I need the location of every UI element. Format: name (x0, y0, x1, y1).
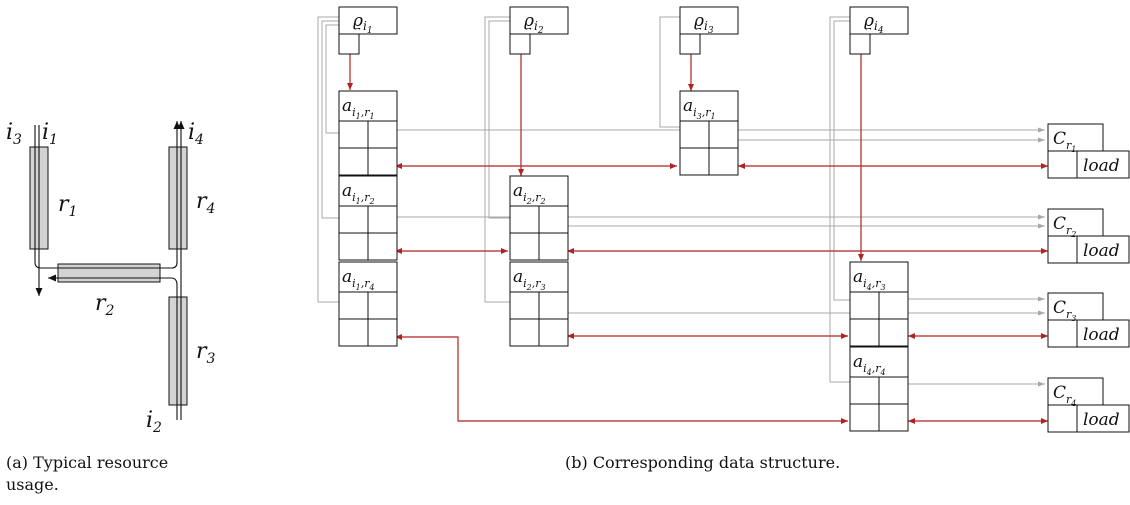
a-node-i4-r4: ai4,r4 (849, 346, 909, 432)
svg-text:load: load (1083, 410, 1120, 430)
a-node-i1-r4: ai1,r4 (338, 261, 398, 347)
a-node-i1-r2: ai1,r2 (338, 175, 398, 261)
resource-label-r2: r2 (95, 291, 115, 319)
svg-text:load: load (1083, 241, 1120, 261)
flow-label-i4: i4 (188, 120, 204, 148)
resource-bar-r3 (168, 296, 188, 406)
panel-a: i3 i1 i4 i2 r1 r4 r2 r3 (6, 120, 216, 436)
flow-label-i3: i3 (6, 120, 22, 148)
svg-text:Cr1: Cr1 (1053, 129, 1076, 154)
c-node-r3: Cr3 load (1047, 292, 1130, 348)
rho-node-i2: ϱi2 (509, 6, 569, 55)
c-node-r2: Cr2 load (1047, 208, 1130, 264)
svg-text:load: load (1083, 325, 1120, 345)
flow-label-i1: i1 (42, 120, 58, 148)
c-node-r1: Cr1 load (1047, 123, 1130, 179)
caption-b: (b) Corresponding data structure. (565, 453, 841, 472)
resource-bar-r4 (168, 146, 188, 250)
flow-label-i2: i2 (146, 408, 162, 436)
a-node-i3-r1: ai3,r1 (679, 90, 739, 176)
svg-text:ϱi4: ϱi4 (864, 11, 884, 36)
c-node-r4: Cr4 load (1047, 377, 1130, 433)
caption-a-line-1: (a) Typical resource (6, 453, 169, 472)
svg-text:Cr3: Cr3 (1053, 298, 1076, 323)
rho-node-i4: ϱi4 (849, 6, 909, 55)
panel-b: ϱi1 ϱi2 ϱi3 ϱi4 ai1,r1 ai1,r2 (317, 6, 1130, 433)
a-node-i2-r3: ai2,r3 (509, 261, 569, 347)
resource-label-r4: r4 (196, 189, 215, 217)
rho-node-i1: ϱi1 (338, 6, 398, 55)
red-links (347, 54, 1048, 424)
svg-text:ϱi3: ϱi3 (694, 11, 714, 36)
svg-text:ϱi2: ϱi2 (524, 11, 544, 36)
rho-node-i3: ϱi3 (679, 6, 739, 55)
svg-text:ϱi1: ϱi1 (353, 11, 373, 36)
svg-text:Cr4: Cr4 (1053, 383, 1076, 408)
flow-line-i2 (48, 274, 178, 420)
caption-a: (a) Typical resource usage. (6, 452, 216, 496)
resource-label-r3: r3 (196, 339, 216, 367)
a-node-i4-r3: ai4,r3 (849, 261, 909, 347)
a-node-i2-r2: ai2,r2 (509, 175, 569, 261)
a-node-i1-r1: ai1,r1 (338, 90, 398, 176)
resource-bar-r2 (57, 263, 161, 283)
caption-a-line-2: usage. (6, 475, 59, 494)
flow-line-i3 (34, 121, 181, 269)
svg-text:load: load (1083, 156, 1120, 176)
svg-text:Cr2: Cr2 (1053, 214, 1076, 239)
grey-pointer-lines (317, 16, 1045, 387)
resource-label-r1: r1 (58, 192, 77, 220)
